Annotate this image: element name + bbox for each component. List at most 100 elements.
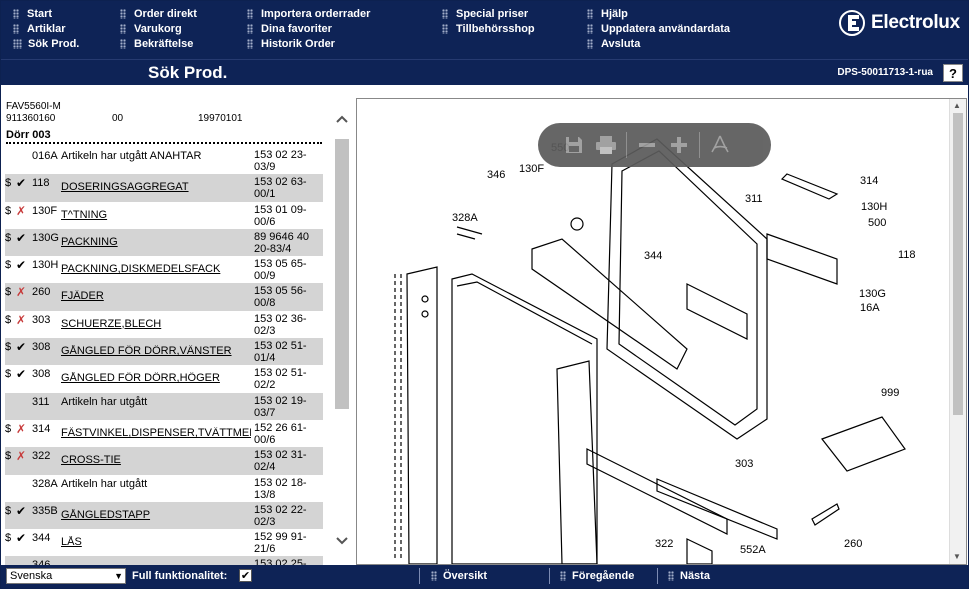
callout-314: 314 [860,175,878,187]
side-panel-right [556,360,598,564]
nav-special-priser[interactable]: Special priser [442,6,535,21]
nav-artiklar[interactable]: Artiklar [13,21,79,36]
electrolux-logo-icon [839,10,865,36]
door-slot [686,283,748,340]
dots-icon [431,571,437,581]
scroll-down-arrow-icon[interactable]: ▼ [953,552,961,561]
price-marker: $ [5,286,12,299]
table-row[interactable]: 346153 02 25- [5,556,323,565]
callout-16a: 16A [860,302,880,314]
callout-552a: 552A [740,544,766,556]
bracket [780,173,839,200]
nav-importera-orderrader[interactable]: Importera orderrader [247,6,370,21]
nav-varukorg[interactable]: Varukorg [120,21,197,36]
scroll-up-arrow-icon[interactable]: ▲ [953,101,961,110]
nav-label: Start [27,7,53,20]
scrollbar-thumb[interactable] [335,139,349,409]
scroll-up-arrow-icon[interactable] [334,113,350,127]
part-description-link[interactable]: FÄSTVINKEL,DISPENSER,TVÄTTMEDEL [61,426,251,439]
price-marker: $ [5,504,12,517]
nav-foregaende[interactable]: Föregående [560,570,634,582]
callout-130f: 130F [519,163,544,175]
nav-nasta[interactable]: Nästa [668,570,710,582]
acrobat-icon[interactable] [708,133,732,157]
product-variant: 00 [112,113,124,124]
part-position: 308 [32,368,51,381]
nav-historik-order[interactable]: Historik Order [247,36,370,51]
print-icon[interactable] [594,133,618,157]
nav-hjalp[interactable]: Hjälp [587,6,730,21]
page-title: Sök Prod. [148,63,228,82]
nav-dina-favoriter[interactable]: Dina favoriter [247,21,370,36]
parts-list-scrollbar[interactable] [332,97,351,565]
exploded-drawing-viewer[interactable]: 550 130F 346 311 314 130H 500 118 328A 3… [356,98,967,565]
price-marker: $ [5,204,12,217]
part-description-link[interactable]: LÅS [61,536,82,549]
callout-130g: 130G [859,288,886,300]
part-description-link[interactable]: CROSS-TIE [61,454,121,467]
chevron-down-icon: ▼ [114,571,123,581]
nav-sok-prod[interactable]: Sök Prod. [13,36,79,51]
part-description-link[interactable]: GÅNGLEDSTAPP [61,508,151,521]
part-position: 016A [32,150,58,162]
language-value: Svenska [10,570,53,582]
nav-start[interactable]: Start [13,6,79,21]
full-functionality-checkbox[interactable]: ✔ [239,569,252,582]
nav-uppdatera-anvandardata[interactable]: Uppdatera användardata [587,21,730,36]
part-description-link[interactable]: DOSERINGSAGGREGAT [61,181,189,194]
guide-line [394,274,402,559]
nav-bekraftelse[interactable]: Bekräftelse [120,36,197,51]
part-description-link[interactable]: GÅNGLED FÖR DÖRR,VÄNSTER [61,345,232,358]
drawing-scrollbar[interactable]: ▲ ▼ [949,99,966,564]
pdf-toolbar [538,123,771,167]
part-description-link[interactable]: GÅNGLED FÖR DÖRR,HÖGER [61,372,220,385]
save-icon[interactable] [562,133,586,157]
front-panel [451,273,598,564]
full-functionality-label: Full funktionalitet: [132,570,228,582]
zoom-in-icon[interactable] [667,133,691,157]
scroll-down-arrow-icon[interactable] [334,535,350,549]
product-date: 19970101 [198,113,243,124]
part-number: 153 02 18-13/8 [254,476,307,501]
part-position: 303 [32,313,51,326]
part-position: 308 [32,341,51,354]
part-description-link[interactable]: T^TNING [61,208,108,221]
nav-tillbehorsshop[interactable]: Tillbehörsshop [442,21,535,36]
part-description-link[interactable]: PACKNING [61,235,118,248]
price-marker: $ [5,259,12,272]
language-select[interactable]: Svenska ▼ [6,568,126,584]
help-button[interactable]: ? [943,64,963,82]
title-bar: Sök Prod. DPS-50011713-1-rua ? [1,59,968,85]
part-description-link[interactable]: FJÄDER [61,290,104,303]
part-number: 153 02 31-02/4 [254,449,307,474]
nav-label: Historik Order [261,37,335,50]
dots-icon [247,23,253,34]
nav-label: Varukorg [134,22,182,35]
nav-label: Nästa [680,570,710,582]
zoom-out-icon[interactable] [635,133,659,157]
available-check-icon: ✔ [16,531,27,546]
nav-avsluta[interactable]: Avsluta [587,36,730,51]
part-description-link[interactable]: SCHUERZE,BLECH [61,317,162,330]
part-description-link[interactable]: PACKNING,DISKMEDELSFACK [61,263,221,276]
scrollbar-thumb[interactable] [953,113,963,415]
nav-order-direkt[interactable]: Order direkt [120,6,197,21]
part-number: 153 02 51-02/2 [254,367,307,392]
nav-oversikt[interactable]: Översikt [431,570,487,582]
toolbar-separator [626,132,627,158]
